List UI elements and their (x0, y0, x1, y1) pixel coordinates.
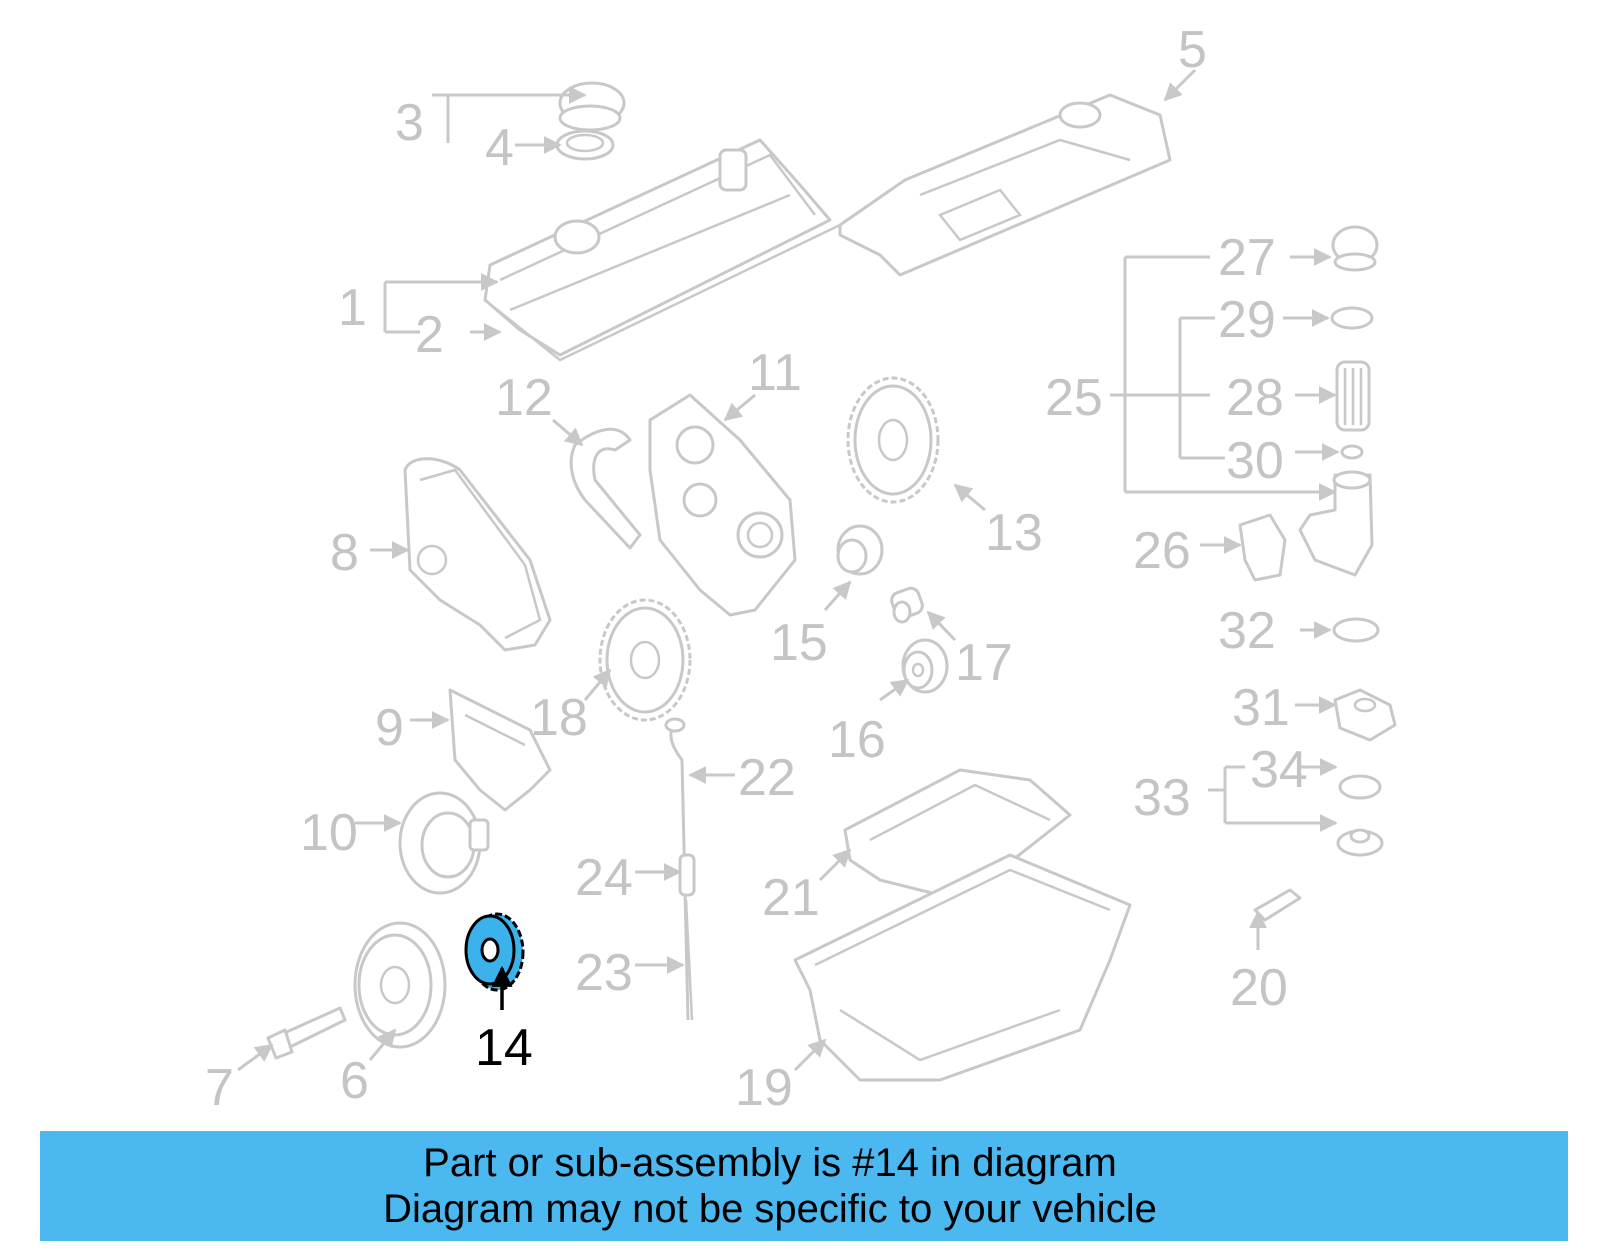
washer-34 (1338, 774, 1382, 800)
filter-housing (1298, 470, 1374, 577)
highlighted-part-14-gear[interactable] (464, 912, 525, 992)
banner-line-part: Part or sub-assembly is #14 in diagram (423, 1141, 1117, 1185)
callout-16: 16 (828, 711, 886, 769)
callout-4: 4 (485, 119, 514, 177)
callout-5: 5 (1178, 21, 1207, 79)
filter-bracket (1238, 513, 1287, 582)
tensioner-pulley (901, 638, 949, 694)
rear-timing-cover (448, 688, 552, 812)
callout-28: 28 (1226, 369, 1284, 427)
callout-31: 31 (1232, 679, 1290, 737)
callout-14: 14 (475, 1019, 533, 1077)
seal-32 (1332, 617, 1380, 643)
callout-22: 22 (738, 749, 796, 807)
oil-pan (793, 853, 1132, 1082)
callout-26: 26 (1133, 522, 1191, 580)
callout-21: 21 (762, 869, 820, 927)
callout-10: 10 (300, 804, 358, 862)
seal-housing (398, 791, 490, 895)
callout-20: 20 (1230, 959, 1288, 1017)
callout-8: 8 (330, 524, 359, 582)
callout-19: 19 (735, 1059, 793, 1117)
bolt (266, 1006, 347, 1060)
bushing (890, 586, 924, 624)
callout-18: 18 (530, 689, 588, 747)
callout-15: 15 (770, 614, 828, 672)
callout-6: 6 (340, 1052, 369, 1110)
callout-29: 29 (1218, 291, 1276, 349)
o-ring-30 (1340, 444, 1364, 460)
leader-lines (237, 68, 1340, 1072)
callout-9: 9 (375, 699, 404, 757)
oil-cooler (1333, 688, 1397, 742)
oil-pan-baffle (843, 768, 1072, 897)
callout-25: 25 (1045, 369, 1103, 427)
valve-cover (483, 138, 841, 362)
idler-pulley (836, 524, 884, 576)
timing-belt (569, 427, 642, 550)
callout-33: 33 (1133, 769, 1191, 827)
o-ring-29 (1330, 306, 1374, 330)
callout-12: 12 (495, 369, 553, 427)
callout-24: 24 (575, 849, 633, 907)
drain-plug (1336, 828, 1384, 857)
info-banner: Part or sub-assembly is #14 in diagram D… (40, 1131, 1568, 1241)
callout-34: 34 (1250, 741, 1308, 799)
crankshaft-sprocket (598, 598, 692, 722)
camshaft-sprocket (846, 376, 940, 504)
callout-23: 23 (575, 944, 633, 1002)
callout-13: 13 (985, 504, 1043, 562)
engine-cover (838, 93, 1172, 277)
banner-line-disclaimer: Diagram may not be specific to your vehi… (383, 1187, 1157, 1231)
timing-cover-inner (648, 393, 797, 617)
vibration-damper (353, 921, 447, 1049)
callout-1: 1 (338, 279, 367, 337)
callout-11: 11 (748, 344, 802, 402)
callout-2: 2 (415, 306, 444, 364)
callout-32: 32 (1218, 602, 1276, 660)
callout-17: 17 (955, 634, 1013, 692)
dipstick (664, 717, 696, 1021)
callout-30: 30 (1226, 432, 1284, 490)
sealant-tube (1253, 888, 1302, 922)
oil-filter-element (1335, 360, 1371, 432)
timing-cover-outer (403, 457, 552, 652)
callout-7: 7 (205, 1059, 234, 1117)
callout-labels: 3 4 5 1 2 12 11 13 8 15 17 16 18 9 22 10… (205, 21, 1308, 1117)
callout-3: 3 (395, 94, 424, 152)
filter-housing-cap (1331, 225, 1379, 272)
callout-27: 27 (1218, 229, 1276, 287)
